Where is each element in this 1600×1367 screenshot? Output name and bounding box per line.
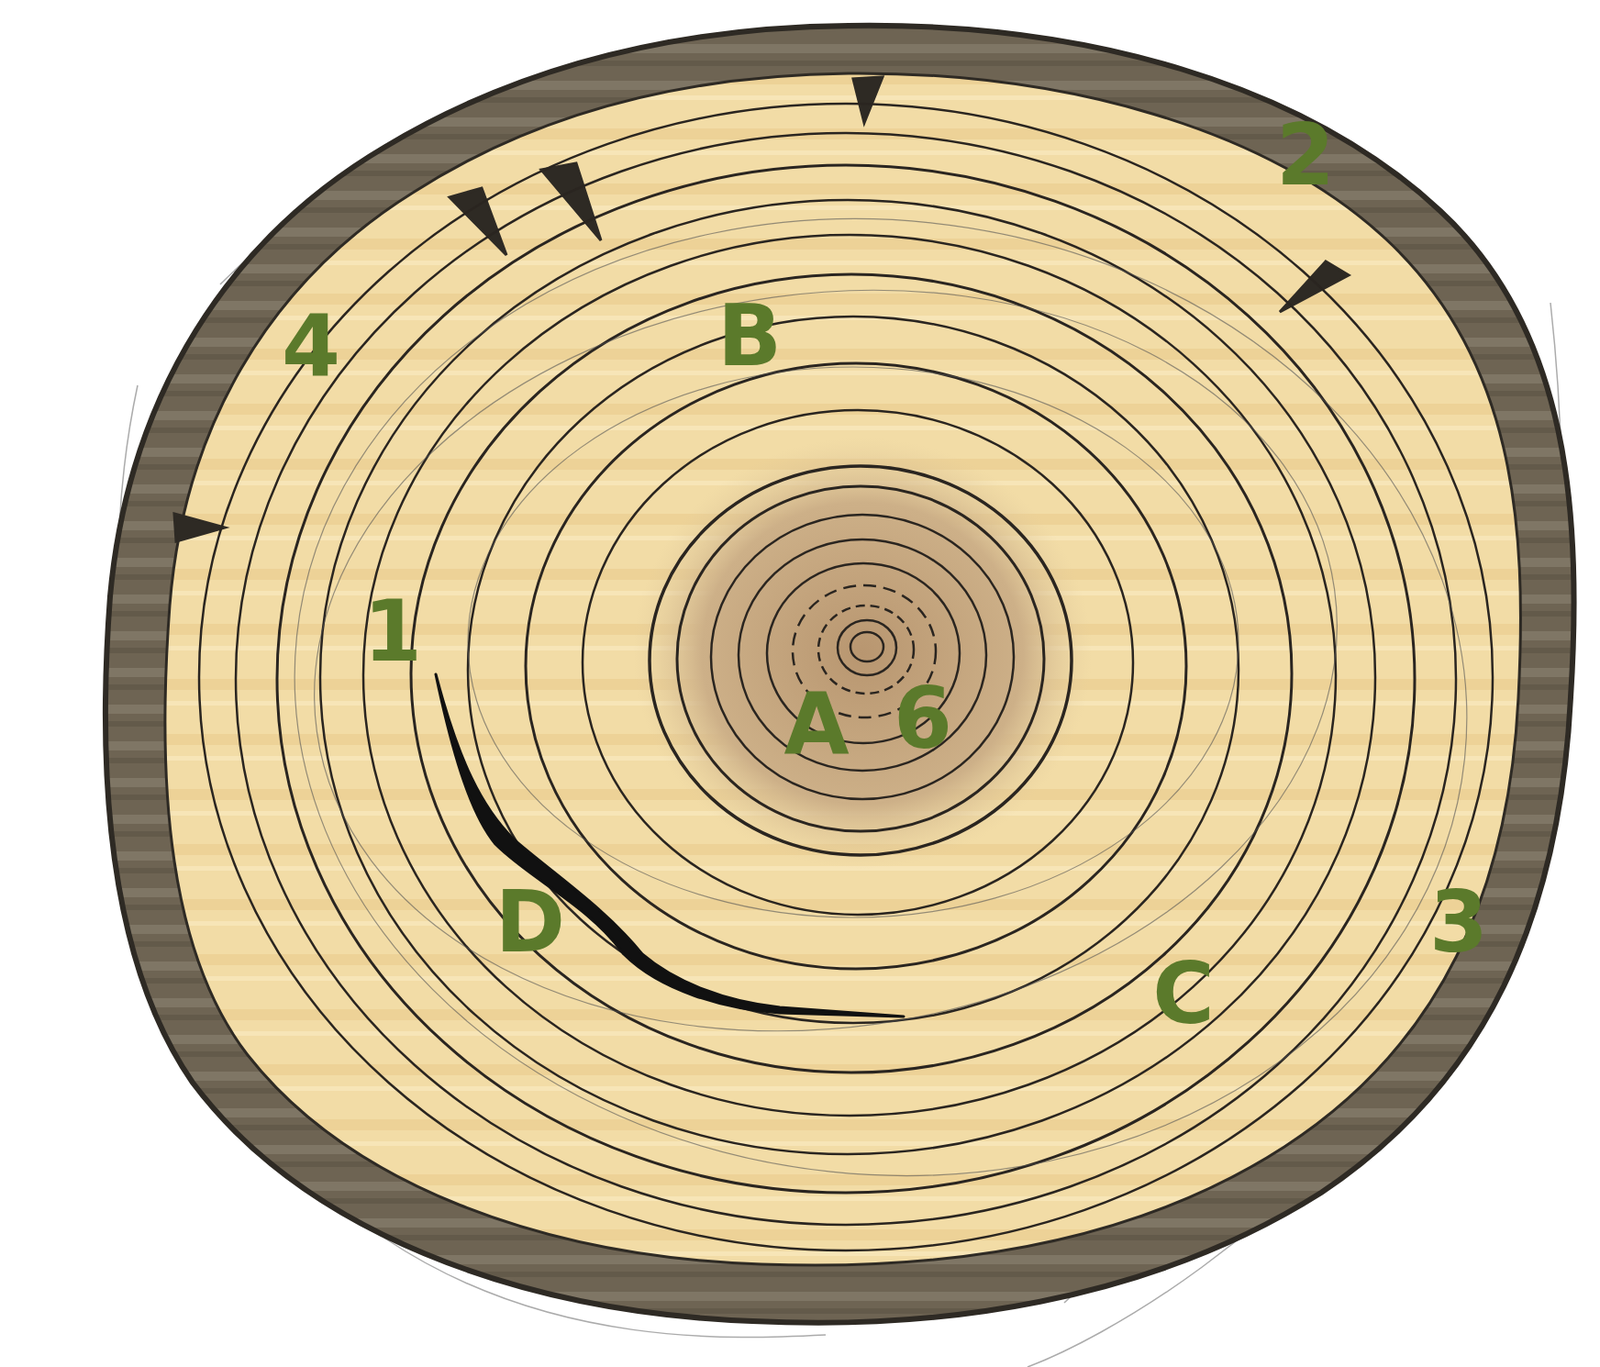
callout-label: B bbox=[717, 294, 782, 379]
callout-label: D bbox=[495, 880, 566, 966]
callout-label: 3 bbox=[1429, 880, 1489, 966]
callout-label: 4 bbox=[281, 304, 341, 389]
callout-label: 1 bbox=[363, 589, 423, 675]
callout-label: A bbox=[783, 682, 849, 767]
callout-label: 2 bbox=[1276, 113, 1335, 199]
callout-label: 6 bbox=[893, 677, 953, 762]
callout-label: C bbox=[1152, 952, 1215, 1037]
